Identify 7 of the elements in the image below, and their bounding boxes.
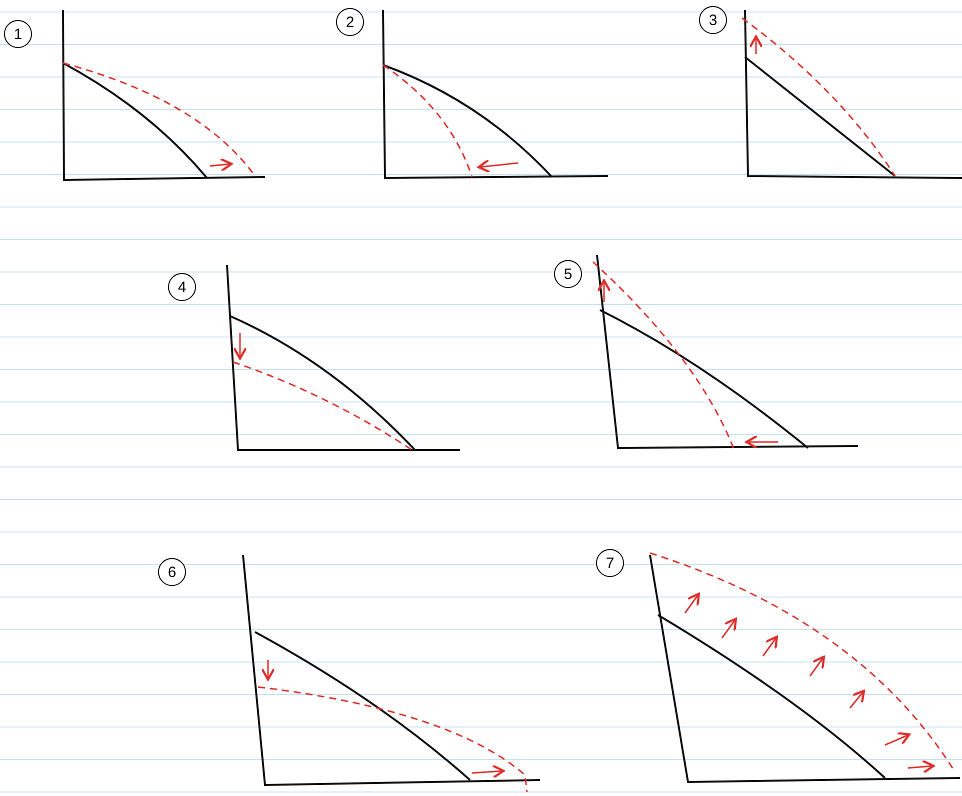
circled-number: 4 (168, 273, 196, 301)
circled-number: 3 (699, 6, 727, 34)
circled-number: 7 (596, 549, 624, 577)
circled-number: 2 (336, 8, 364, 36)
circled-number: 5 (554, 260, 582, 288)
circled-number: 1 (4, 20, 32, 48)
circled-number: 6 (158, 558, 186, 586)
